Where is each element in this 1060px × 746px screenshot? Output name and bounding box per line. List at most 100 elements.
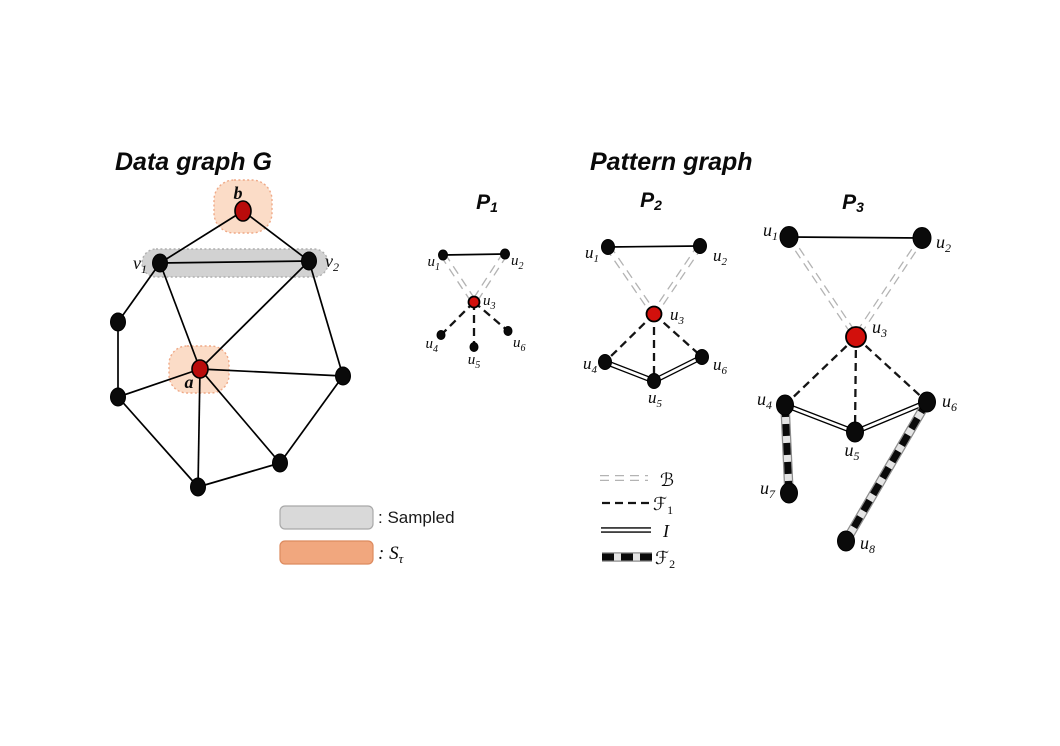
p2-node-label-u3-base: u (670, 305, 679, 324)
stau-label-sub: τ (399, 551, 405, 566)
p3-node-label-u3-sub: 3 (880, 326, 887, 340)
f2-sub: 2 (669, 557, 675, 571)
edge-legend-label-F2: ℱ2 (655, 548, 675, 571)
p2-node-label-u2: u2 (713, 246, 728, 268)
p2-edge-u5-u6-I (653, 355, 703, 383)
stau-label-base: : S (378, 543, 399, 564)
p3-edge-u2-u3-B (854, 237, 924, 338)
f1-sub: 1 (667, 503, 673, 517)
data-node-m1 (110, 312, 126, 332)
data-edge-v2-a (199, 260, 310, 370)
data-edge-v1-v2 (159, 260, 310, 264)
p2-edge-u1-u2-plain (607, 245, 701, 248)
p3-edge-u5-u6-I (854, 400, 928, 434)
p3-edge-u4-u7-F2 (781, 404, 793, 494)
p1-edge-u1-u3-B (441, 254, 476, 303)
data-node-label-v1-base: v (133, 253, 141, 273)
p1-node-label-u6: u6 (513, 335, 526, 354)
edge-legend-label-F1: ℱ1 (653, 494, 673, 517)
pattern-graph-title: Pattern graph (590, 148, 753, 176)
p3-node-label-u6-base: u (942, 391, 951, 411)
i-glyph: I (662, 521, 670, 541)
p3-node-label-u6: u6 (942, 391, 957, 414)
p1-node-label-u1: u1 (428, 254, 441, 273)
p3-node-label-u8-base: u (860, 533, 869, 553)
data-node-a (191, 359, 209, 379)
data-node-label-v2-base: v (325, 251, 333, 271)
p3-edge-u1-u2-plain (788, 236, 923, 239)
p3-node-label-u5: u5 (845, 440, 860, 463)
f2-script-glyph: ℱ (655, 548, 669, 569)
p1-node-u1 (438, 249, 448, 261)
p3-node-label-u5-sub: 5 (854, 449, 860, 463)
edge-legend-samples (600, 475, 652, 562)
p3-node-label-u2-sub: 2 (945, 241, 951, 255)
p3-node-u3 (845, 326, 867, 348)
data-edge-m5-m2 (279, 375, 344, 464)
p2-node-label-u6-base: u (713, 355, 722, 374)
p2-node-label-u6-sub: 6 (722, 365, 728, 377)
p3-node-u5 (846, 421, 864, 443)
data-node-label-a: a (185, 372, 194, 392)
data-node-m4 (190, 477, 206, 497)
p2-node-label-u4: u4 (583, 354, 598, 376)
data-node-label-v1-sub: 1 (141, 262, 147, 276)
p2-node-label-u6: u6 (713, 355, 728, 377)
data-node-label-v1: v1 (133, 253, 147, 276)
b-script-glyph: ℬ (660, 470, 674, 491)
p2-node-label-u4-base: u (583, 354, 592, 373)
p1-node-label-u3-base: u (483, 293, 491, 309)
p1-node-label-u2-base: u (511, 253, 519, 269)
p2-node-label-u1-base: u (585, 243, 594, 262)
p1-title: P1 (476, 191, 498, 215)
p1-node-label-u6-sub: 6 (521, 343, 526, 354)
p2-edge-u4-u5-I (604, 360, 655, 383)
p2-node-label-u3-sub: 3 (678, 315, 685, 327)
p1-node-u2 (500, 248, 510, 260)
p3-node-label-u4-sub: 4 (766, 398, 772, 412)
p1-node-label-u4-base: u (426, 336, 434, 352)
data-edge-m4-m5 (197, 462, 281, 488)
p3-edge-u1-u3-B (787, 236, 858, 338)
p1-node-label-u2-sub: 2 (519, 261, 524, 272)
p1-node-u6 (503, 326, 513, 336)
p3-node-label-u3: u3 (872, 317, 887, 340)
data-edge-v1-m1 (117, 262, 161, 323)
p3-title-base: P (842, 191, 857, 214)
data-node-m2 (335, 366, 351, 386)
p1-node-label-u5-sub: 5 (475, 360, 480, 371)
stau-swatch (279, 540, 374, 565)
sampled-swatch (279, 505, 374, 530)
p3-node-u6 (918, 391, 936, 413)
p2-node-label-u2-base: u (713, 246, 722, 265)
edge-type-legend: ℬ ℱ1 I ℱ2 (600, 470, 675, 571)
p2-node-u4 (598, 354, 612, 370)
p3-edge-u3-u6-F1 (855, 336, 928, 403)
p1-node-label-u6-base: u (513, 335, 521, 351)
p2-node-label-u4-sub: 4 (592, 364, 598, 376)
p3-node-u7 (780, 482, 798, 504)
region-legend: : Sampled : Sτ (279, 505, 455, 566)
stau-label: : Sτ (378, 543, 405, 566)
p1-node-label-u5: u5 (468, 352, 481, 371)
p2-title: P2 (640, 189, 662, 213)
data-node-label-v2: v2 (325, 251, 339, 274)
data-edge-a-m4 (197, 368, 201, 488)
data-node-label-v2-sub: 2 (333, 260, 339, 274)
p3-node-label-u6-sub: 6 (951, 400, 957, 414)
p3-node-label-u7-sub: 7 (769, 487, 776, 501)
p1-node-label-u2: u2 (511, 253, 524, 272)
p3-node-label-u1: u1 (763, 220, 778, 243)
p2-node-u1 (601, 239, 615, 255)
data-edge-b-v2 (242, 210, 310, 262)
data-edge-v1-a (159, 262, 201, 370)
data-edge-m3-a (117, 368, 201, 398)
p2-edge-u1-u3-B (606, 246, 656, 315)
p1-node-u3 (467, 295, 481, 309)
data-edge-m3-m4 (117, 396, 199, 488)
p1-edge-u3-u6-F1 (473, 301, 509, 332)
p1-node-u4 (436, 330, 446, 340)
